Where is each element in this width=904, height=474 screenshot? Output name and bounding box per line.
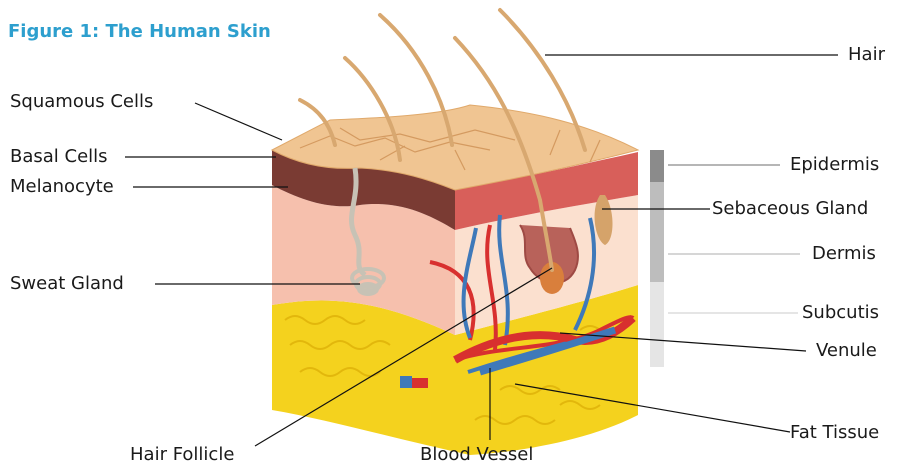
scale-subcutis bbox=[650, 282, 664, 367]
label-venule: Venule bbox=[816, 340, 877, 362]
label-blood-vessel: Blood Vessel bbox=[420, 444, 533, 466]
label-hair: Hair bbox=[848, 44, 885, 66]
label-dermis: Dermis bbox=[812, 243, 876, 265]
scale-epidermis bbox=[650, 150, 664, 182]
vessel-cut-end-vein bbox=[400, 376, 412, 388]
label-subcutis: Subcutis bbox=[802, 302, 879, 324]
scale-dermis bbox=[650, 182, 664, 282]
figure-title: Figure 1: The Human Skin bbox=[8, 21, 271, 42]
label-epidermis: Epidermis bbox=[790, 154, 879, 176]
label-sebaceous-gland: Sebaceous Gland bbox=[712, 198, 868, 220]
label-sweat-gland: Sweat Gland bbox=[10, 273, 124, 295]
label-hair-follicle: Hair Follicle bbox=[130, 444, 234, 466]
label-melanocyte: Melanocyte bbox=[10, 176, 114, 198]
label-fat-tissue: Fat Tissue bbox=[790, 422, 879, 444]
label-basal-cells: Basal Cells bbox=[10, 146, 108, 168]
label-squamous-cells: Squamous Cells bbox=[10, 91, 153, 113]
